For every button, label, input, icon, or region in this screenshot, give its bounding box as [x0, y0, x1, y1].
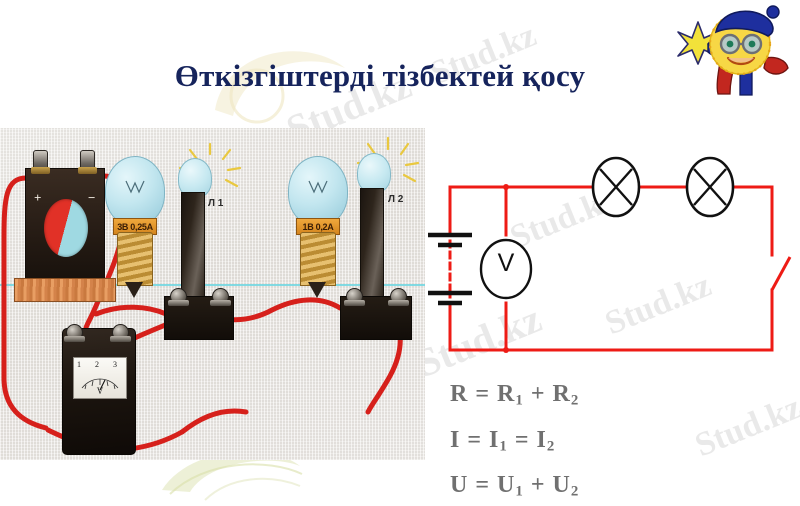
junction-dot-top: [503, 184, 509, 190]
switch-symbol: [770, 256, 792, 291]
lab-battery: + −: [25, 168, 105, 288]
mascot-right-mitten: [763, 56, 789, 75]
battery-symbol: [428, 232, 472, 306]
series-circuit-lab-photo: + − 3В 0,25А Л 1: [0, 128, 425, 460]
bulb-glass: [105, 156, 165, 226]
pedestal-knob: [168, 288, 189, 306]
lamp-holder-label-1: Л 1: [208, 198, 224, 209]
formula-sub-1: 1: [499, 438, 508, 455]
lamp-bulb-2: [357, 153, 391, 193]
lab-voltmeter: 1 2 3 V: [62, 328, 136, 455]
formula-op: +: [530, 472, 546, 499]
battery-minus-label: −: [88, 190, 96, 205]
mascot-glasses: [719, 33, 763, 55]
formula-lhs: R: [450, 381, 469, 407]
bulb-tip: [308, 282, 326, 298]
bulb-tip: [125, 282, 143, 298]
lamp-holder-label-2: Л 2: [388, 194, 404, 205]
formula-current: I = I1 = I2: [450, 428, 780, 455]
formula-lhs: U: [450, 472, 469, 499]
formula-resistance: R = R1 + R2: [450, 382, 780, 409]
battery-plus-label: +: [34, 190, 42, 205]
formula-term-1: U: [497, 472, 516, 499]
formula-eq: =: [467, 426, 483, 453]
pedestal-knob: [344, 288, 365, 306]
battery-wood-base: [14, 278, 116, 302]
formula-op: +: [530, 381, 546, 407]
formula-term-1: I: [489, 426, 500, 453]
filament-icon: [125, 180, 145, 194]
lamp-symbol-2: [685, 156, 735, 218]
mascot-cap: [714, 10, 774, 37]
formula-sub-2: 2: [570, 392, 580, 409]
formula-sub-2: 2: [570, 483, 580, 500]
voltmeter-terminal: [110, 324, 131, 342]
lamp-symbol-1: [591, 156, 641, 218]
voltmeter-symbol: [479, 238, 533, 300]
formula-sub-2: 2: [546, 438, 556, 455]
page-title: Өткізгіштерді тізбектей қосу: [174, 58, 586, 93]
formula-list: R = R1 + R2 I = I1 = I2 U = U1 + U2: [450, 382, 780, 506]
formula-lhs: I: [450, 426, 461, 453]
junction-dot-bottom: [503, 347, 509, 353]
formula-term-2: U: [552, 472, 571, 499]
formula-eq: =: [475, 381, 491, 407]
battery-terminal-right: [78, 150, 97, 174]
mascot-svg: [677, 5, 789, 96]
mascot-sun-rays: [708, 12, 772, 76]
battery-label-disc: [44, 199, 88, 257]
bulb-screw-base: [300, 232, 336, 286]
mascot-mouth-fill: [728, 58, 754, 63]
bulb-glass: [288, 156, 348, 226]
voltmeter-unit-label: V: [96, 386, 104, 396]
lamp-holder-tower-2: [360, 188, 384, 302]
voltmeter-face: 1 2 3 V: [73, 357, 127, 399]
voltmeter-terminal: [64, 324, 85, 342]
formula-sub-1: 1: [515, 483, 524, 500]
formula-voltage: U = U1 + U2: [450, 473, 780, 500]
voltmeter-symbol-label: V: [497, 249, 515, 277]
mascot-cap-pom: [766, 5, 780, 19]
pedestal-knob: [388, 288, 409, 306]
formula-term-2: R: [552, 381, 571, 407]
battery-terminal-left: [31, 150, 50, 174]
formula-eq: =: [475, 472, 491, 499]
pedestal-knob: [210, 288, 231, 306]
formula-op: =: [514, 426, 530, 453]
mascot-smile: [726, 56, 756, 66]
voltmeter-needle-marks: [81, 378, 119, 391]
voltmeter-scale-numbers: 1 2 3: [77, 360, 123, 369]
bulb-screw-base: [117, 232, 153, 286]
formula-sub-1: 1: [515, 392, 524, 409]
formula-term-2: I: [536, 426, 547, 453]
photo-scanline: [0, 284, 425, 286]
stud-kz-sun-mascot: [668, 0, 800, 96]
lamp-holder-tower-1: [181, 192, 205, 302]
filament-icon: [308, 180, 328, 194]
series-circuit-schematic: V: [420, 135, 800, 375]
circuit-svg: [428, 156, 792, 353]
formula-term-1: R: [497, 381, 516, 407]
